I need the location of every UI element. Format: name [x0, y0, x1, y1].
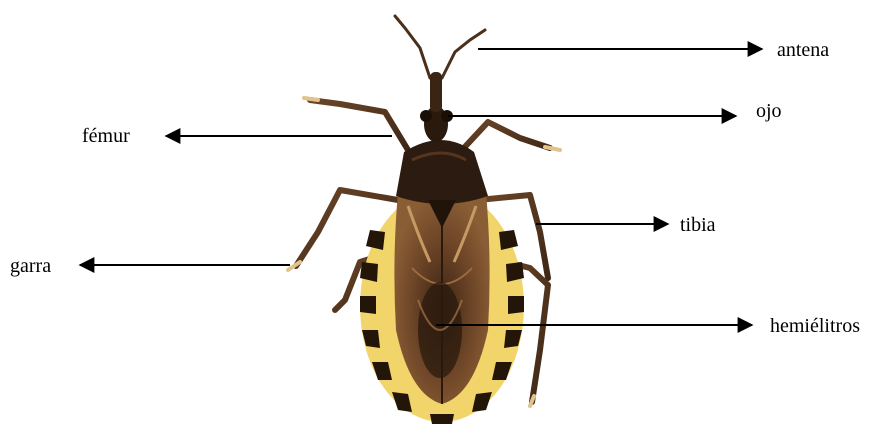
label-ojo: ojo: [756, 100, 782, 122]
label-hemielitros: hemiélitros: [770, 315, 860, 337]
label-tibia: tibia: [680, 214, 716, 236]
insect-illustration: [288, 16, 560, 424]
compound-eye: [420, 110, 432, 122]
label-antena: antena: [777, 39, 829, 61]
antennae: [395, 16, 485, 78]
label-femur: fémur: [82, 125, 130, 147]
head: [420, 72, 453, 142]
label-garra: garra: [10, 255, 51, 277]
